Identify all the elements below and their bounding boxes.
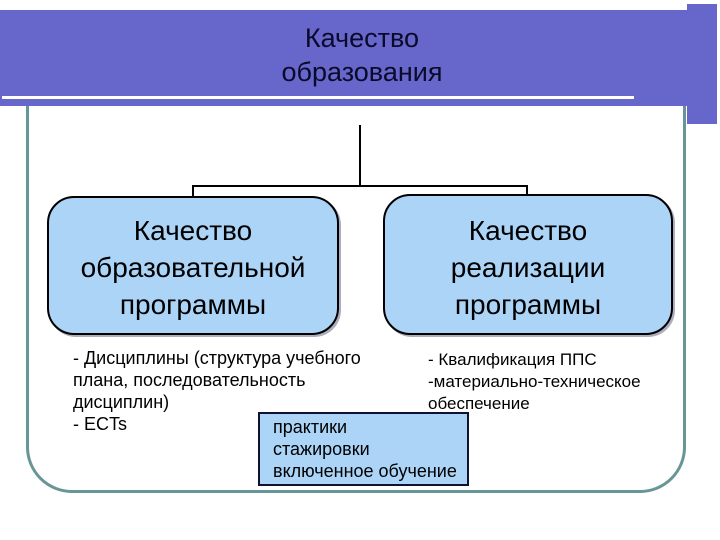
connector-horizontal — [192, 185, 528, 187]
band-underline — [2, 96, 634, 99]
program-details-line1: - Дисциплины (структура учебного — [73, 348, 361, 368]
program-details-line2: плана, последовательность — [73, 370, 306, 390]
slide-title-line2: образования — [281, 57, 443, 87]
slide-title: Качество образования — [2, 21, 720, 89]
quality-of-implementation-box: Качество реализации программы — [383, 194, 673, 335]
connector-vertical-trunk — [359, 125, 361, 186]
program-details-line3: дисциплин) — [73, 392, 170, 412]
practices-line2: стажировки — [273, 439, 370, 459]
title-band — [0, 10, 687, 106]
quality-of-implementation-line2: реализации — [450, 252, 606, 283]
slide-title-line1: Качество — [304, 23, 420, 53]
program-details-text: - Дисциплины (структура учебного плана, … — [73, 347, 385, 435]
quality-of-implementation-line1: Качество — [468, 215, 588, 246]
implementation-details-text: - Квалификация ППС -материально-техничес… — [428, 349, 680, 415]
quality-of-program-box: Качество образовательной программы — [47, 196, 339, 335]
practices-line1: практики — [273, 417, 348, 437]
connector-left-stub — [192, 185, 194, 198]
implementation-details-line1: - Квалификация ППС — [428, 350, 597, 369]
connector-right-stub — [526, 185, 528, 197]
quality-of-implementation-line3: программы — [454, 289, 602, 320]
program-details-line4: - ECTs — [73, 414, 127, 434]
quality-of-program-line3: программы — [119, 289, 267, 320]
practices-box: практики стажировки включенное обучение — [258, 412, 469, 486]
quality-of-program-line2: образовательной — [80, 252, 306, 283]
band-corner-accent — [687, 4, 717, 124]
implementation-details-line3: обеспечение — [428, 394, 530, 413]
quality-of-program-line1: Качество — [133, 215, 253, 246]
practices-line3: включенное обучение — [273, 461, 457, 481]
implementation-details-line2: -материально-техническое — [428, 372, 641, 391]
